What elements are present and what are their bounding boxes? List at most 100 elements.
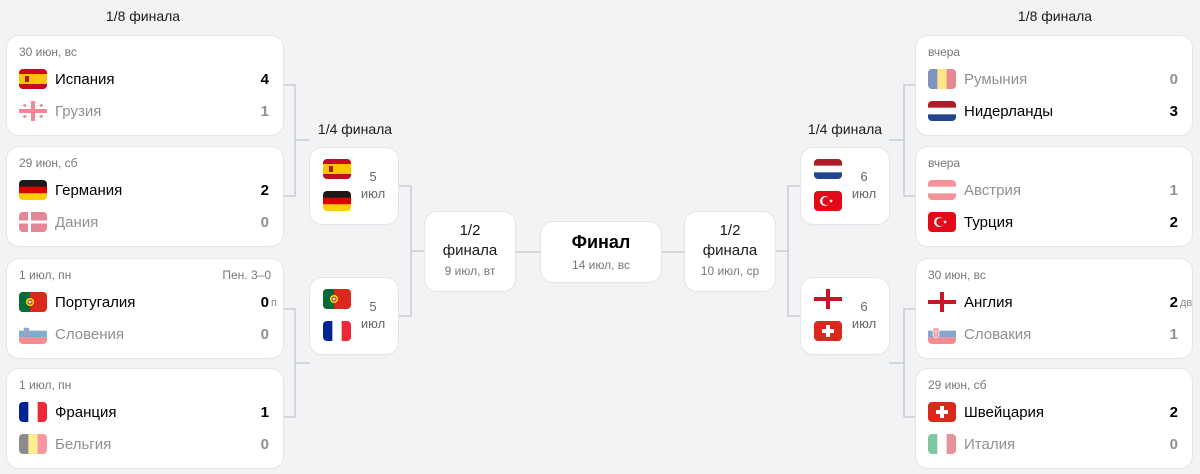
- qf-month: июл: [851, 316, 877, 331]
- spain-flag: [19, 69, 47, 89]
- score-value: 1: [260, 403, 269, 421]
- match-header: вчера: [928, 156, 1180, 170]
- score-value: 0: [1169, 435, 1178, 453]
- belgium-flag: [19, 434, 47, 454]
- qf-flags: [814, 159, 842, 211]
- slovakia-flag-graphic: [928, 324, 956, 344]
- romania-flag: [928, 69, 956, 89]
- qf-card[interactable]: 6 июл: [801, 278, 889, 354]
- qf-flags: [814, 289, 842, 341]
- semi-title-line2: финала: [702, 242, 758, 259]
- spain-flag-graphic: [19, 69, 47, 89]
- team-row: Словакия 1: [928, 322, 1178, 346]
- team-row: Турция 2: [928, 210, 1178, 234]
- team-name: Италия: [964, 435, 1016, 453]
- match-card[interactable]: вчера Румыния 0 Нидерланды 3: [916, 36, 1192, 135]
- france-flag-graphic: [19, 402, 47, 422]
- team-row: Швейцария 2: [928, 400, 1178, 424]
- score-value: 0: [260, 325, 269, 343]
- team-score: 1: [1148, 326, 1178, 343]
- qf-card[interactable]: 5 июл: [310, 148, 398, 224]
- score-value: 2: [1169, 403, 1178, 421]
- qf-day: 6: [860, 169, 868, 184]
- team-name: Испания: [55, 70, 115, 88]
- semi-title: 1/2 финала: [685, 221, 775, 261]
- score-value: 4: [260, 70, 269, 88]
- semi-title-line1: 1/2: [719, 222, 741, 239]
- match-date: вчера: [928, 45, 961, 59]
- qf-card[interactable]: 6 июл: [801, 148, 889, 224]
- team-name: Румыния: [964, 70, 1028, 88]
- score-value: 1: [260, 102, 269, 120]
- romania-flag-graphic: [928, 69, 956, 89]
- semi-final-card-left[interactable]: 1/2 финала 9 июл, вт: [425, 212, 515, 291]
- match-note: Пен. 3–0: [222, 268, 271, 282]
- team-score: 1: [1148, 182, 1178, 199]
- qf-date: 6 июл: [849, 298, 879, 332]
- team-score: 4: [239, 71, 269, 88]
- team-score: 2: [1148, 214, 1178, 231]
- team-name: Словакия: [964, 325, 1032, 343]
- match-header: 29 июн, сб: [19, 156, 271, 170]
- switzerland-flag-graphic: [814, 321, 842, 341]
- slovenia-flag-graphic: [19, 324, 47, 344]
- match-header: 1 июл, пн Пен. 3–0: [19, 268, 271, 282]
- team-name: Швейцария: [964, 403, 1045, 421]
- match-header: 30 июн, вс: [928, 268, 1180, 282]
- austria-flag-graphic: [928, 180, 956, 200]
- qf-day: 5: [369, 299, 377, 314]
- score-value: 0: [260, 213, 269, 231]
- match-card[interactable]: 1 июл, пн Франция 1 Бельгия 0: [7, 369, 283, 468]
- qf-month: июл: [360, 316, 386, 331]
- match-card[interactable]: 29 июн, сб Германия 2 Дания 0: [7, 147, 283, 246]
- qf-flags: [323, 289, 351, 341]
- score-value: 3: [1169, 102, 1178, 120]
- england-flag: [814, 289, 842, 309]
- match-header: 29 июн, сб: [928, 378, 1180, 392]
- team-name: Бельгия: [55, 435, 112, 453]
- netherlands-flag: [928, 101, 956, 121]
- team-score: 1: [239, 404, 269, 421]
- team-score: 0: [239, 436, 269, 453]
- italy-flag-graphic: [928, 434, 956, 454]
- team-row: Германия 2: [19, 178, 269, 202]
- match-header: 30 июн, вс: [19, 45, 271, 59]
- team-name: Нидерланды: [964, 102, 1054, 120]
- england-flag: [928, 292, 956, 312]
- team-row: Дания 0: [19, 210, 269, 234]
- georgia-flag: [19, 101, 47, 121]
- match-card[interactable]: 30 июн, вс Испания 4 Грузия 1: [7, 36, 283, 135]
- team-score: 3: [1148, 103, 1178, 120]
- match-header: вчера: [928, 45, 1180, 59]
- portugal-flag-graphic: [19, 292, 47, 312]
- austria-flag: [928, 180, 956, 200]
- stage-title-r16-right: 1/8 финала: [1017, 8, 1093, 24]
- germany-flag-graphic: [323, 191, 351, 211]
- team-row: Бельгия 0: [19, 432, 269, 456]
- team-row: Австрия 1: [928, 178, 1178, 202]
- germany-flag-graphic: [19, 180, 47, 200]
- stage-title-qf-left: 1/4 финала: [317, 121, 393, 137]
- team-row: Нидерланды 3: [928, 99, 1178, 123]
- score-value: 1: [1169, 325, 1178, 343]
- match-header: 1 июл, пн: [19, 378, 271, 392]
- qf-date: 5 июл: [358, 298, 388, 332]
- team-score: 0: [1148, 71, 1178, 88]
- denmark-flag-graphic: [19, 212, 47, 232]
- team-row: Франция 1: [19, 400, 269, 424]
- match-card[interactable]: 29 июн, сб Швейцария 2 Италия 0: [916, 369, 1192, 468]
- match-card[interactable]: вчера Австрия 1 Турция 2: [916, 147, 1192, 246]
- stage-title-qf-right: 1/4 финала: [807, 121, 883, 137]
- team-score: 0: [239, 326, 269, 343]
- team-name: Австрия: [964, 181, 1022, 199]
- qf-card[interactable]: 5 июл: [310, 278, 398, 354]
- semi-final-card-right[interactable]: 1/2 финала 10 июл, ср: [685, 212, 775, 291]
- slovenia-flag: [19, 324, 47, 344]
- final-card[interactable]: Финал 14 июл, вс: [541, 222, 661, 282]
- switzerland-flag: [814, 321, 842, 341]
- turkey-flag-graphic: [814, 191, 842, 211]
- match-date: 30 июн, вс: [928, 268, 986, 282]
